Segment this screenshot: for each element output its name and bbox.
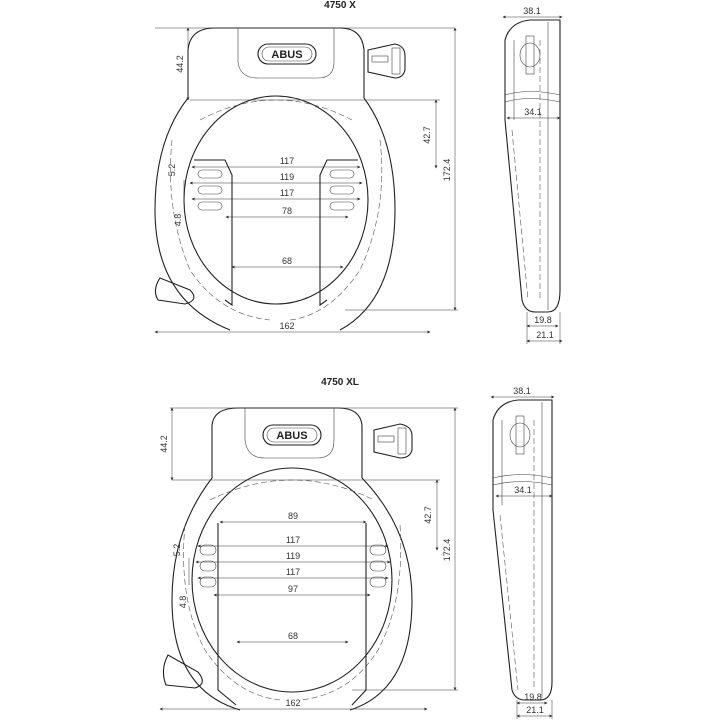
front-view: ABUS (159, 407, 458, 711)
svg-text:117: 117 (286, 535, 300, 545)
slots-right (329, 169, 355, 211)
svg-text:38.1: 38.1 (523, 6, 541, 16)
svg-text:68: 68 (288, 631, 298, 641)
lock-housing (187, 27, 365, 98)
cable-clip (154, 277, 195, 305)
svg-text:34.1: 34.1 (514, 485, 532, 495)
svg-text:19.8: 19.8 (524, 692, 542, 702)
svg-text:97: 97 (288, 584, 298, 594)
svg-text:119: 119 (286, 551, 300, 561)
svg-text:172.4: 172.4 (442, 539, 452, 562)
svg-text:34.1: 34.1 (524, 107, 542, 117)
key-icon (367, 43, 406, 79)
key-icon (373, 423, 413, 459)
svg-text:21.1: 21.1 (526, 705, 544, 715)
drawing-title: 4750 XL (321, 377, 359, 388)
svg-text:117: 117 (280, 156, 294, 166)
svg-text:42.7: 42.7 (423, 506, 433, 524)
svg-text:4.8: 4.8 (178, 596, 188, 609)
svg-text:172.4: 172.4 (442, 159, 452, 182)
slots-right (369, 544, 387, 588)
svg-text:4.8: 4.8 (173, 214, 183, 227)
svg-text:ABUS: ABUS (271, 49, 302, 61)
svg-text:19.8: 19.8 (534, 315, 552, 325)
svg-text:ABUS: ABUS (276, 430, 307, 442)
slots-left (197, 169, 223, 211)
front-view: ABUS (154, 27, 458, 334)
side-view: 38.1 34.1 19.8 21.1 (490, 386, 555, 719)
side-view: 38.1 34.1 19.8 21.1 (502, 6, 563, 344)
svg-text:44.2: 44.2 (175, 55, 185, 73)
cable-clip (162, 654, 203, 689)
svg-text:117: 117 (286, 567, 300, 577)
svg-text:21.1: 21.1 (536, 330, 554, 340)
svg-text:162: 162 (279, 321, 294, 331)
drawing-4750-xl: 4750 XL ABUS (159, 377, 555, 719)
abus-logo: ABUS (257, 43, 317, 65)
svg-text:68: 68 (282, 256, 292, 266)
drawing-title: 4750 X (324, 0, 356, 11)
abus-logo: ABUS (262, 424, 322, 446)
svg-text:78: 78 (282, 206, 292, 216)
drawing-4750-x: 4750 X ABUS (154, 0, 563, 344)
svg-text:42.7: 42.7 (422, 126, 432, 144)
svg-text:89: 89 (288, 511, 298, 521)
svg-text:5.2: 5.2 (167, 164, 177, 177)
svg-text:117: 117 (280, 188, 294, 198)
svg-text:119: 119 (280, 172, 294, 182)
svg-text:44.2: 44.2 (159, 435, 169, 453)
svg-text:162: 162 (285, 698, 300, 708)
slots-left (199, 544, 217, 588)
svg-text:5.2: 5.2 (172, 544, 182, 557)
svg-text:38.1: 38.1 (513, 386, 531, 396)
lock-housing (211, 407, 363, 478)
